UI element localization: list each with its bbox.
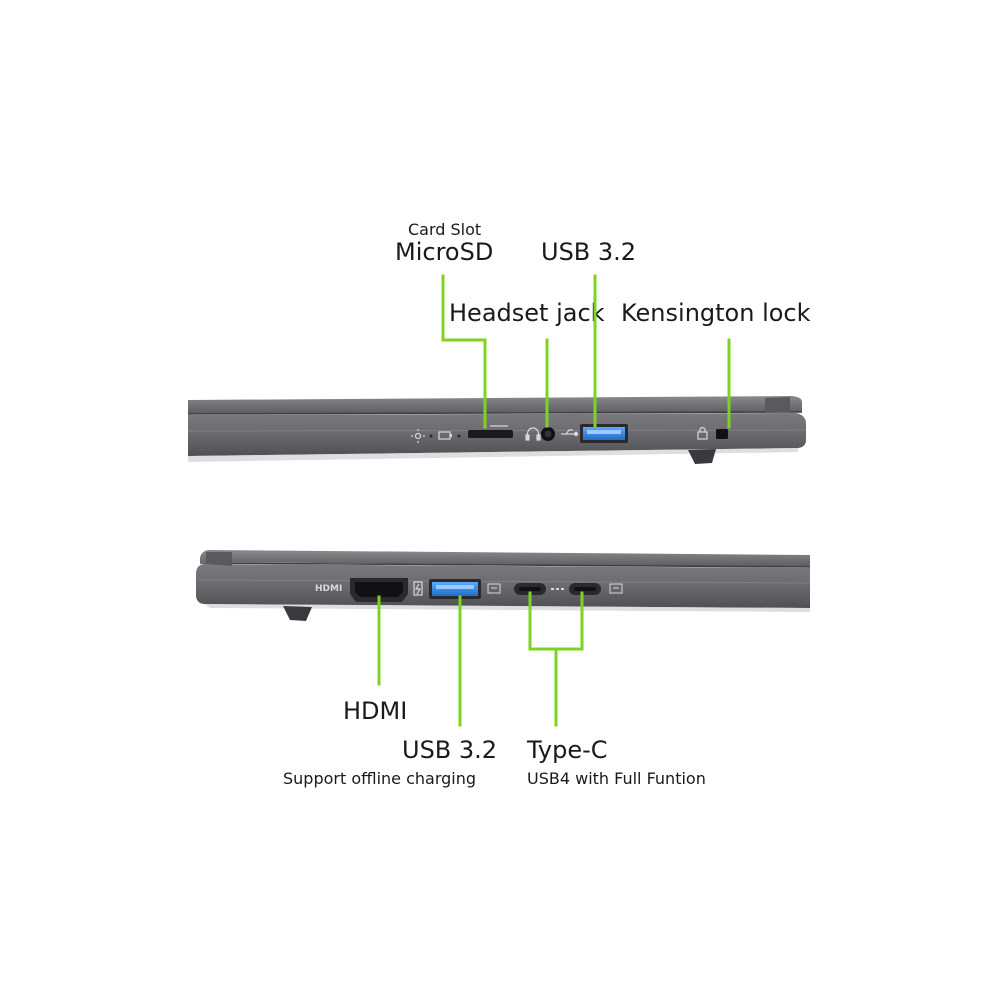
kensington-label: Kensington lock <box>621 299 811 327</box>
power-led <box>429 434 433 438</box>
top-lid <box>188 396 802 414</box>
bottom-lid <box>199 550 810 567</box>
headset-icon <box>525 427 541 441</box>
lock-icon <box>697 426 708 440</box>
bottom-base <box>196 564 810 608</box>
usb-top-label: USB 3.2 <box>541 238 637 266</box>
kensington-slot <box>716 429 728 439</box>
bottom-foot <box>283 606 312 621</box>
battery-icon <box>438 431 452 440</box>
top-foot <box>688 449 716 464</box>
displayport-icon <box>609 583 623 594</box>
displayport-icon <box>487 583 501 594</box>
laptop-right-side <box>187 396 806 464</box>
microsd-slot <box>468 430 513 438</box>
typec-label: Type-C <box>527 736 608 764</box>
sun-icon <box>411 429 425 443</box>
hdmi-mark: HDMI <box>315 584 342 594</box>
laptop-left-side: HDMI <box>196 550 811 621</box>
headset-label: Headset jack <box>449 299 605 327</box>
usb-bottom-sublabel: Support offline charging <box>283 769 477 788</box>
battery-charge-icon <box>413 581 423 596</box>
typec-sublabel: USB4 with Full Funtion <box>527 769 706 788</box>
top-callout-lines <box>441 274 731 429</box>
usb-icon <box>561 429 579 437</box>
usb-bottom-label: USB 3.2 <box>402 736 498 764</box>
microsd-line <box>441 274 487 429</box>
battery-led <box>457 434 461 438</box>
hdmi-label: HDMI <box>343 697 408 725</box>
bottom-callout-lines <box>377 591 584 727</box>
card-slot-caption: Card Slot <box>408 220 482 239</box>
microsd-label: MicroSD <box>395 238 494 266</box>
